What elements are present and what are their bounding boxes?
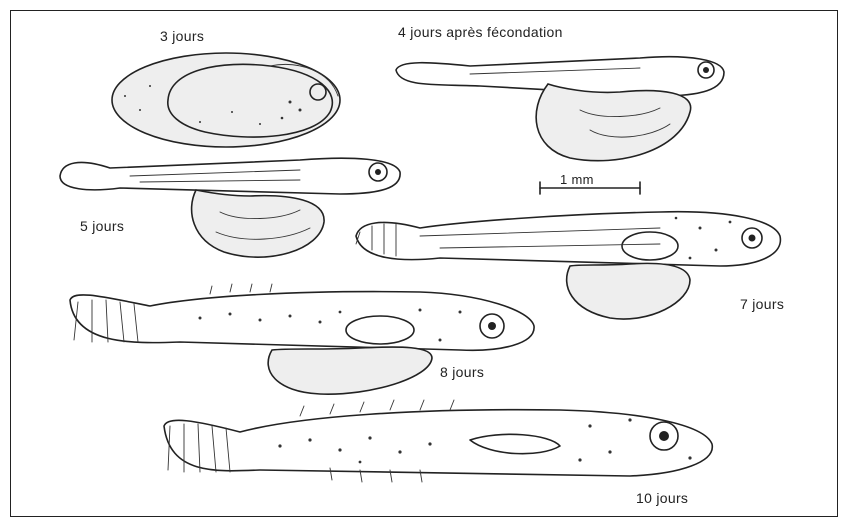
larva-8-jours xyxy=(70,284,534,394)
larva-4-jours xyxy=(396,57,724,161)
larva-10-jours xyxy=(164,400,712,482)
larva-7-jours xyxy=(356,212,780,319)
scale-bar xyxy=(540,182,640,194)
larva-5-jours xyxy=(60,158,400,257)
larva-3-jours xyxy=(112,53,340,147)
